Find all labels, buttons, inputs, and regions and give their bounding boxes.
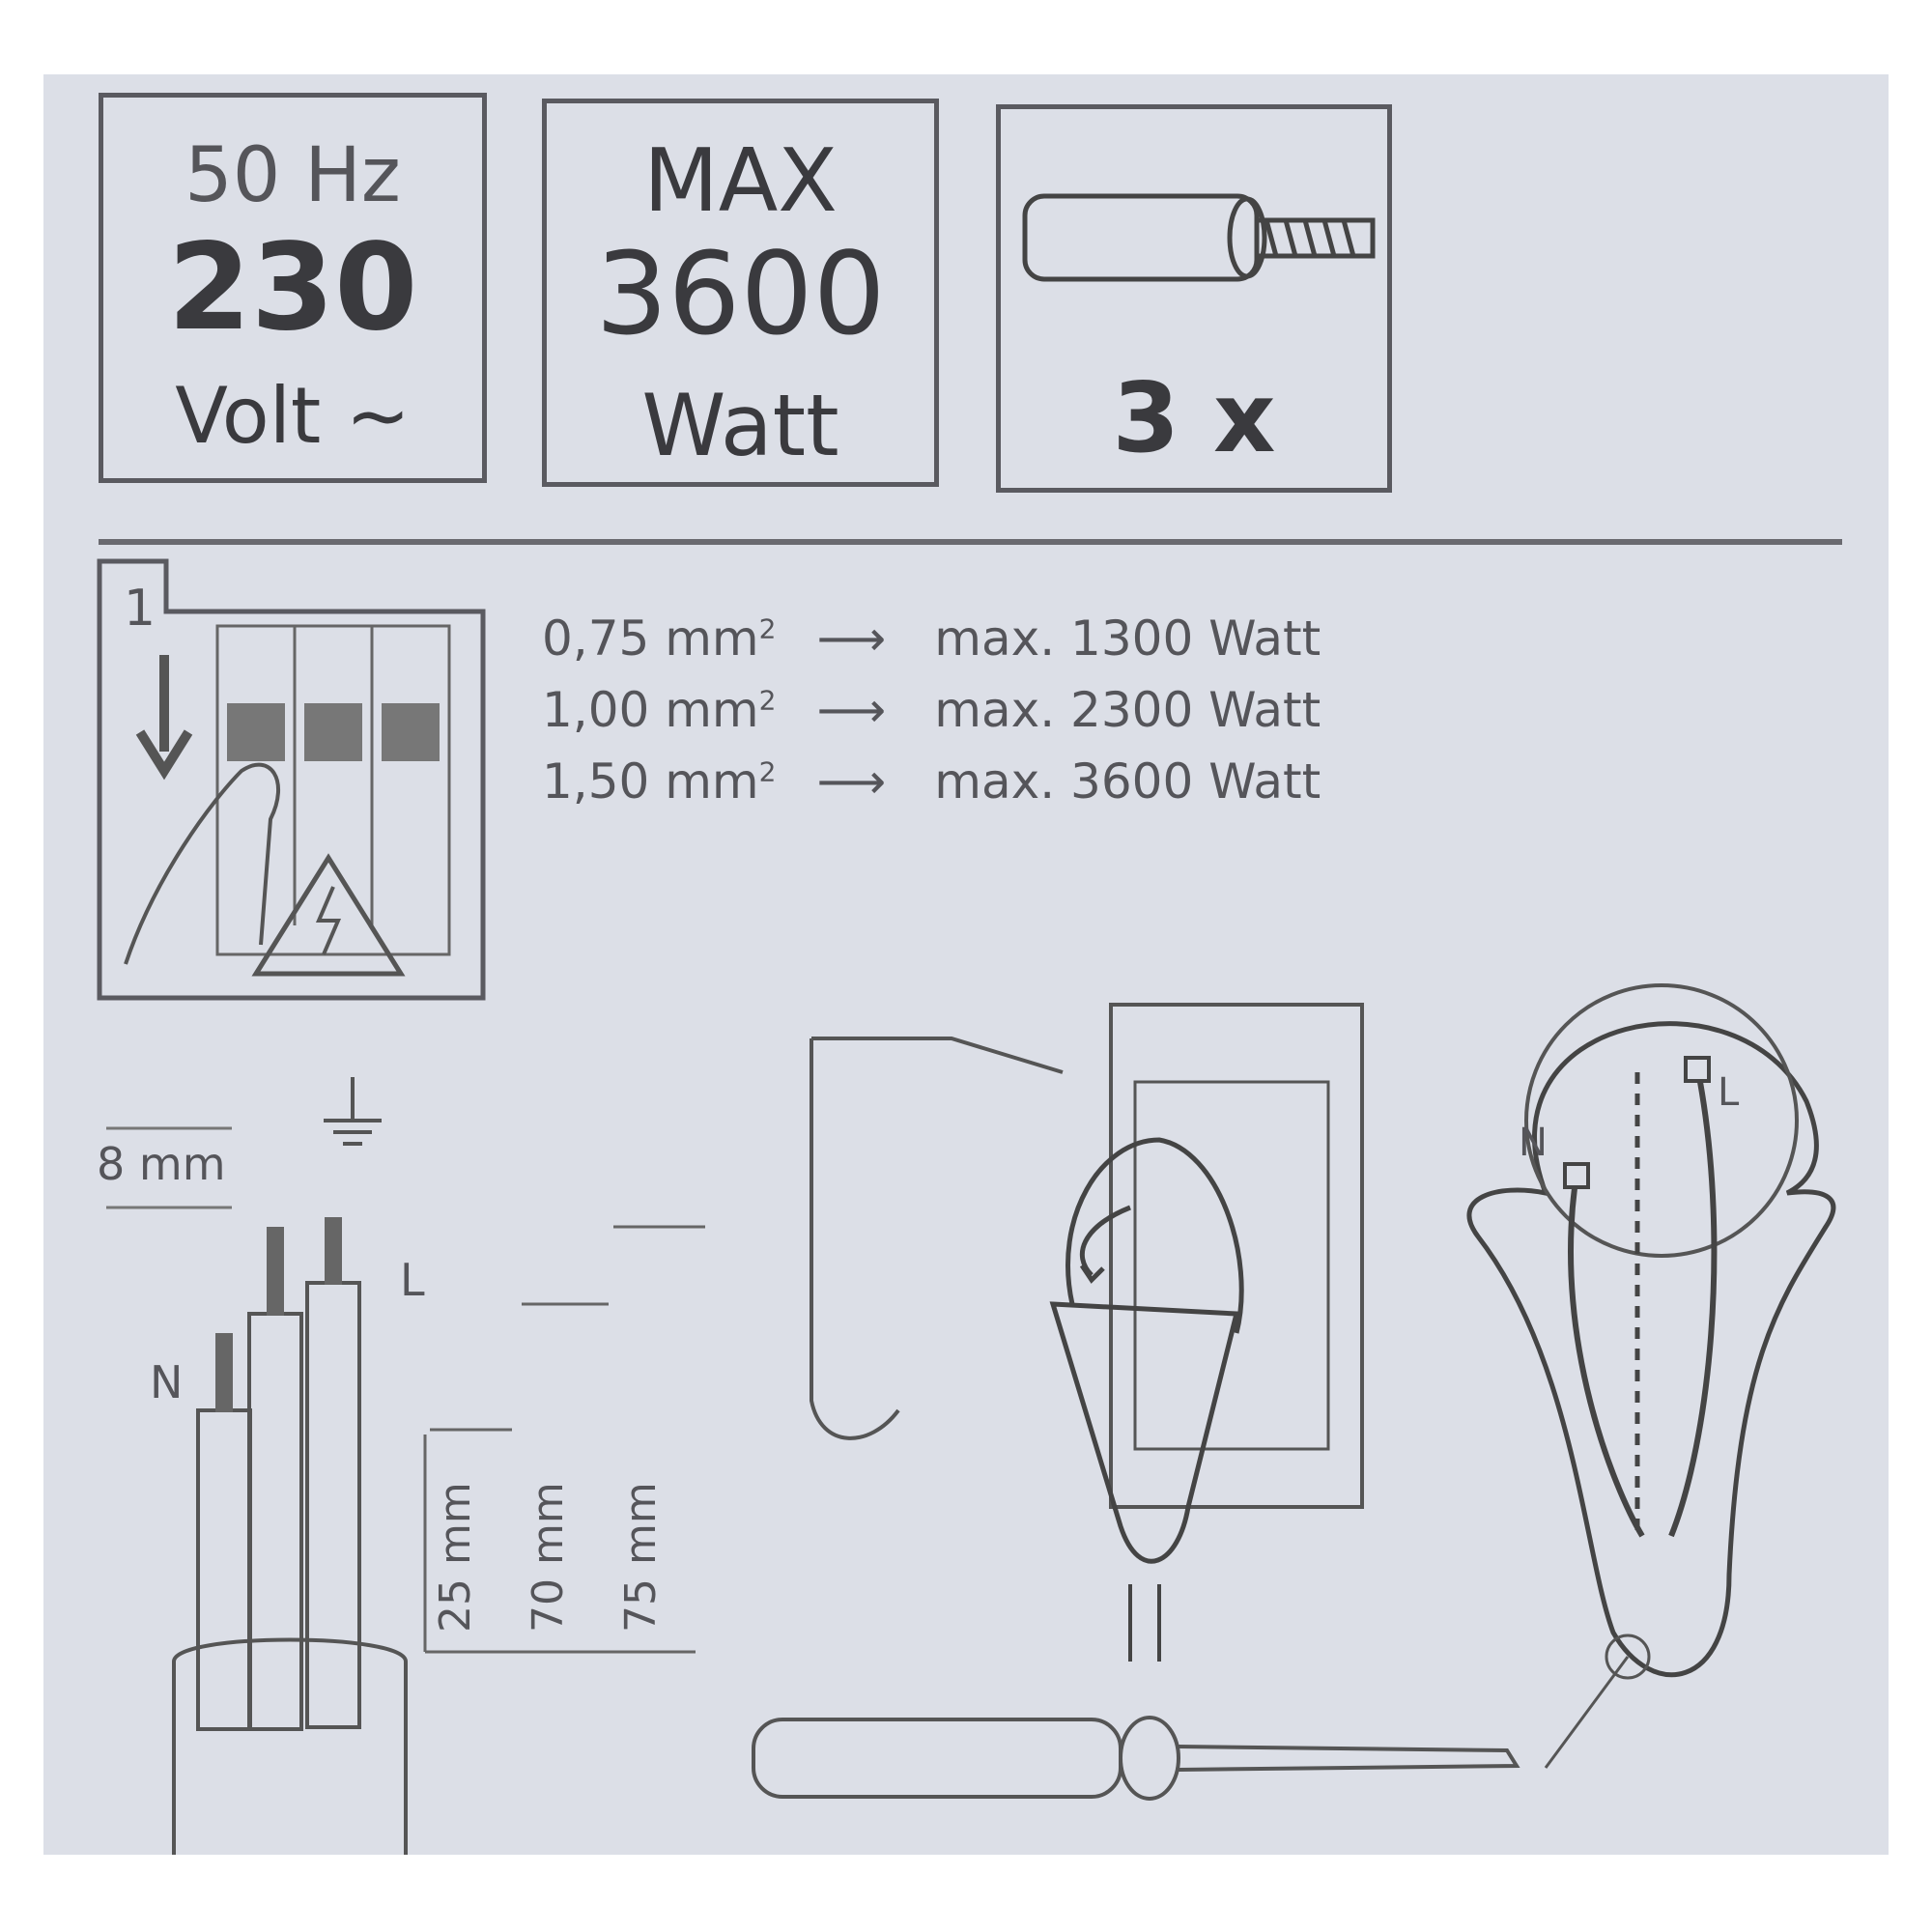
arrow-icon: ⟶ xyxy=(816,682,887,738)
power-box: MAX 3600 Watt xyxy=(542,99,939,487)
max-label: MAX xyxy=(643,130,838,232)
divider-line xyxy=(99,539,1842,545)
neutral-wire-label: N xyxy=(150,1356,184,1408)
wire-table-row: 1,00 mm2 ⟶ max. 2300 Watt xyxy=(542,682,1321,738)
plug-neutral-label: N xyxy=(1519,1121,1548,1165)
plug-unplug-illustration xyxy=(810,1003,1364,1662)
length-70mm: 70 mm xyxy=(524,1482,573,1633)
max-watt: max. 3600 Watt xyxy=(934,753,1321,810)
wire-table-row: 1,50 mm2 ⟶ max. 3600 Watt xyxy=(542,753,1321,810)
stripped-wire-icon xyxy=(1022,193,1376,282)
power-unit: Watt xyxy=(641,376,839,475)
cross-section: 0,75 mm xyxy=(542,611,759,667)
conductor-count: 3 x xyxy=(1112,361,1276,474)
arrow-icon: ⟶ xyxy=(816,753,887,810)
max-watt: max. 2300 Watt xyxy=(934,682,1321,738)
length-75mm: 75 mm xyxy=(616,1482,666,1633)
wire-table-row: 0,75 mm2 ⟶ max. 1300 Watt xyxy=(542,611,1321,667)
cable-stripping-diagram xyxy=(106,1077,705,1855)
max-watt: max. 1300 Watt xyxy=(934,611,1321,667)
screwdriver-icon xyxy=(752,1716,1520,1801)
power-value: 3600 xyxy=(595,227,886,360)
cross-section: 1,00 mm xyxy=(542,682,759,738)
live-wire-label: L xyxy=(400,1254,425,1306)
plug-live-label: L xyxy=(1718,1070,1740,1115)
arrow-icon: ⟶ xyxy=(816,611,887,667)
packaging-panel xyxy=(43,74,1889,1855)
conductor-box: 3 x xyxy=(996,104,1392,493)
open-plug-wiring-illustration xyxy=(1466,983,1836,1769)
cross-section: 1,50 mm xyxy=(542,753,759,810)
strip-length-label: 8 mm xyxy=(97,1138,226,1190)
step-number: 1 xyxy=(124,580,156,638)
length-25mm: 25 mm xyxy=(431,1482,480,1633)
switch-off-fuse-illustration xyxy=(97,558,486,1001)
voltage-box: 50 Hz 230 Volt ~ xyxy=(99,93,487,483)
voltage-value: 230 xyxy=(167,218,418,357)
frequency-text: 50 Hz xyxy=(185,132,401,219)
voltage-unit: Volt ~ xyxy=(175,371,411,461)
